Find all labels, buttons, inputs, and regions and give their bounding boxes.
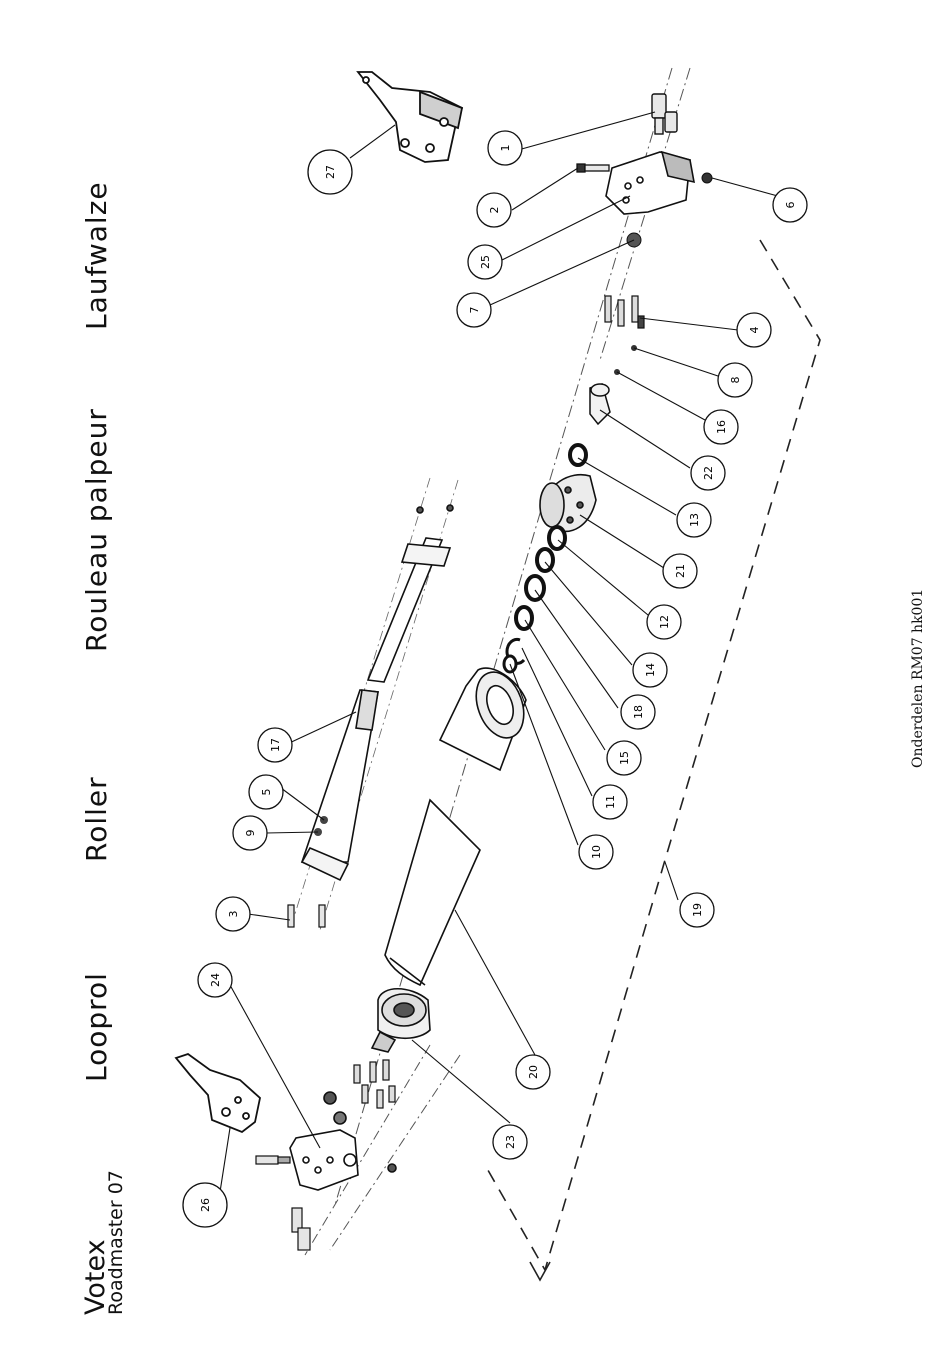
callout-6: 6 — [773, 188, 807, 222]
callout-23: 23 — [493, 1125, 527, 1159]
svg-text:7: 7 — [468, 307, 481, 314]
roller-20-part — [385, 800, 480, 985]
callout-13: 13 — [677, 503, 711, 537]
svg-text:24: 24 — [209, 973, 222, 987]
callout-20: 20 — [516, 1055, 550, 1089]
svg-text:14: 14 — [644, 663, 657, 677]
callout-2: 2 — [477, 193, 511, 227]
leader-lines — [220, 112, 785, 1192]
svg-text:15: 15 — [618, 751, 631, 765]
callout-24: 24 — [198, 963, 232, 997]
svg-text:19: 19 — [691, 903, 704, 917]
nut-6-part — [702, 173, 712, 183]
assembly-boundary-dashed — [485, 240, 820, 1270]
svg-text:9: 9 — [244, 830, 257, 837]
callout-4: 4 — [737, 313, 771, 347]
callout-3: 3 — [216, 897, 250, 931]
svg-text:6: 6 — [784, 202, 797, 209]
svg-text:5: 5 — [260, 789, 273, 796]
callout-7: 7 — [457, 293, 491, 327]
callout-21: 21 — [663, 554, 697, 588]
callout-26: 26 — [183, 1183, 227, 1227]
cover-21-part — [540, 475, 596, 532]
svg-text:10: 10 — [590, 845, 603, 859]
bolt-2-part — [577, 164, 609, 172]
callout-10: 10 — [579, 835, 613, 869]
bolt-1-part — [652, 94, 677, 134]
callout-17: 17 — [258, 728, 292, 762]
svg-text:13: 13 — [688, 513, 701, 527]
svg-text:22: 22 — [702, 466, 715, 480]
bracket-26-part — [176, 1054, 260, 1132]
callout-16: 16 — [704, 410, 738, 444]
svg-text:4: 4 — [748, 327, 761, 334]
svg-text:27: 27 — [324, 165, 337, 179]
end-bracket-25-part — [606, 152, 694, 214]
callout-11: 11 — [593, 785, 627, 819]
callout-27: 27 — [308, 150, 352, 194]
svg-text:11: 11 — [604, 795, 617, 809]
callout-1: 1 — [488, 131, 522, 165]
svg-text:20: 20 — [527, 1065, 540, 1079]
callout-12: 12 — [647, 605, 681, 639]
bearing-14-part — [537, 549, 553, 571]
bracket-27-part — [358, 72, 462, 162]
flat-bar-17-part — [302, 690, 378, 880]
flat-bar-upper-part — [368, 505, 453, 682]
svg-text:23: 23 — [504, 1135, 517, 1149]
svg-text:8: 8 — [729, 377, 742, 384]
svg-text:17: 17 — [269, 738, 282, 752]
roller-tube-part — [440, 666, 532, 770]
bearing-18-part — [526, 576, 544, 600]
svg-text:26: 26 — [199, 1198, 212, 1212]
svg-text:1: 1 — [499, 145, 512, 152]
callout-25: 25 — [468, 245, 502, 279]
callout-18: 18 — [621, 695, 655, 729]
svg-text:21: 21 — [674, 564, 687, 578]
callout-14: 14 — [633, 653, 667, 687]
bearing-15-part — [516, 607, 532, 629]
bearing-12-part — [549, 527, 565, 549]
hub-23-part — [372, 989, 430, 1052]
bolt-3-part — [288, 905, 325, 927]
ring-13-part — [570, 445, 586, 465]
callout-15: 15 — [607, 741, 641, 775]
svg-text:2: 2 — [488, 207, 501, 214]
callout-9: 9 — [233, 816, 267, 850]
svg-text:18: 18 — [632, 705, 645, 719]
svg-text:25: 25 — [479, 255, 492, 269]
hub-bolts-part — [354, 1060, 395, 1108]
svg-text:12: 12 — [658, 615, 671, 629]
svg-text:3: 3 — [227, 911, 240, 918]
callout-5: 5 — [249, 775, 283, 809]
shaft-22-part — [590, 384, 610, 424]
callout-22: 22 — [691, 456, 725, 490]
callout-19: 19 — [680, 893, 714, 927]
callout-8: 8 — [718, 363, 752, 397]
svg-text:16: 16 — [715, 420, 728, 434]
